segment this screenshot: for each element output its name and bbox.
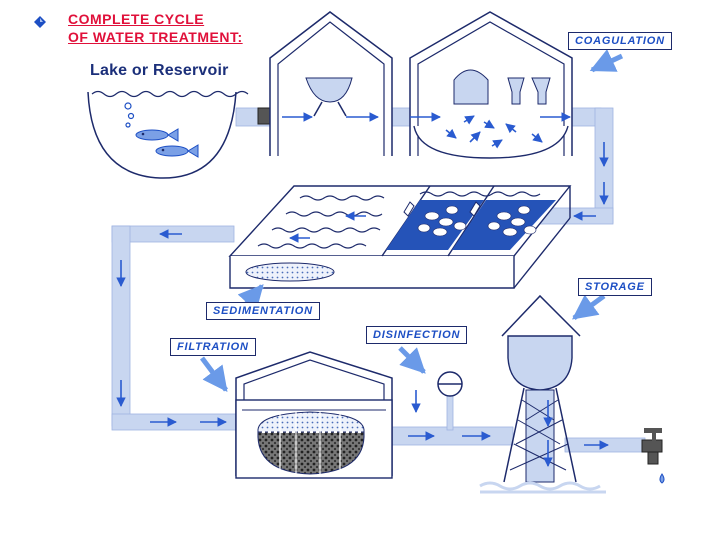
coagulation-label: COAGULATION	[568, 32, 672, 50]
sedimentation-label: SEDIMENTATION	[206, 302, 320, 320]
lake-reservoir	[87, 90, 249, 179]
mixing-house	[269, 11, 393, 156]
filtration-label: FILTRATION	[170, 338, 256, 356]
lake-label: Lake or Reservoir	[90, 62, 229, 79]
storage-tower	[479, 294, 606, 494]
flocculation-house	[409, 11, 573, 159]
sedimentation-basin	[228, 185, 572, 289]
faucet-icon	[641, 428, 665, 484]
blue-diamond-bullet-icon	[34, 16, 46, 28]
flow-arrows	[116, 112, 609, 467]
fish-icon	[135, 128, 179, 142]
title-line-1: COMPLETE CYCLE	[68, 11, 205, 27]
filtration-house	[235, 351, 393, 479]
callout-arrows	[200, 49, 624, 392]
page-title: COMPLETE CYCLE OF WATER TREATMENT:	[68, 10, 243, 46]
storage-label: STORAGE	[578, 278, 652, 296]
disinfection-feeder	[437, 371, 463, 397]
disinfection-label: DISINFECTION	[366, 326, 468, 344]
title-line-2: OF WATER TREATMENT:	[68, 29, 243, 45]
fish-icon	[155, 144, 199, 158]
